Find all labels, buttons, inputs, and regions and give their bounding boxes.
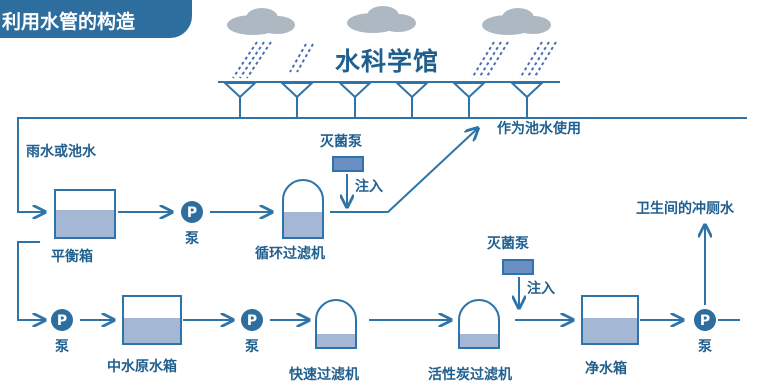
label-toilet: 卫生间的冲厕水 — [636, 201, 734, 217]
title-banner: 利用水管的构造 — [0, 0, 192, 38]
flow-pipes — [17, 117, 747, 320]
label-inject-2: 注入 — [527, 281, 555, 297]
label-rapid-filter: 快速过滤机 — [289, 367, 359, 383]
circulation-filter-icon — [282, 179, 324, 239]
balance-tank-icon — [54, 189, 116, 239]
label-rain-or-pond: 雨水或池水 — [26, 144, 96, 160]
label-pump-4: 泵 — [698, 339, 712, 355]
svg-text:P: P — [57, 313, 67, 329]
cloud-icon — [227, 8, 295, 35]
svg-text:P: P — [247, 313, 257, 329]
label-balance-tank: 平衡箱 — [51, 249, 93, 265]
rain-icon — [232, 41, 557, 79]
label-sterilizer-2: 灭菌泵 — [487, 236, 529, 252]
label-pond-use: 作为池水使用 — [497, 121, 581, 137]
label-carbon-filter: 活性炭过滤机 — [428, 367, 512, 383]
clean-water-tank-icon — [581, 295, 639, 345]
label-raw-tank: 中水原水箱 — [107, 359, 177, 375]
label-clean-tank: 净水箱 — [585, 361, 627, 377]
diagram-title: 利用水管的构造 — [2, 11, 136, 33]
label-pump-2: 泵 — [55, 339, 69, 355]
svg-text:P: P — [187, 205, 197, 221]
label-sterilizer-1: 灭菌泵 — [320, 134, 362, 150]
pump-icon: P — [51, 309, 73, 331]
building-label: 水科学馆 — [335, 47, 440, 76]
sterilizer-box-1 — [332, 156, 364, 172]
label-pump-1: 泵 — [185, 231, 199, 247]
pump-icon: P — [181, 201, 203, 223]
pump-icon: P — [241, 309, 263, 331]
label-inject-1: 注入 — [355, 179, 383, 195]
cloud-icon — [482, 8, 551, 35]
raw-water-tank-icon — [122, 295, 182, 345]
label-circulation-filter: 循环过滤机 — [255, 246, 325, 262]
svg-text:P: P — [700, 313, 710, 329]
sterilizer-box-2 — [502, 259, 534, 275]
pump-icon: P — [694, 309, 716, 331]
cloud-icon — [347, 6, 416, 33]
label-pump-3: 泵 — [245, 339, 259, 355]
carbon-filter-icon — [458, 299, 500, 349]
rapid-filter-icon — [315, 299, 357, 349]
roof-collectors — [218, 81, 560, 118]
